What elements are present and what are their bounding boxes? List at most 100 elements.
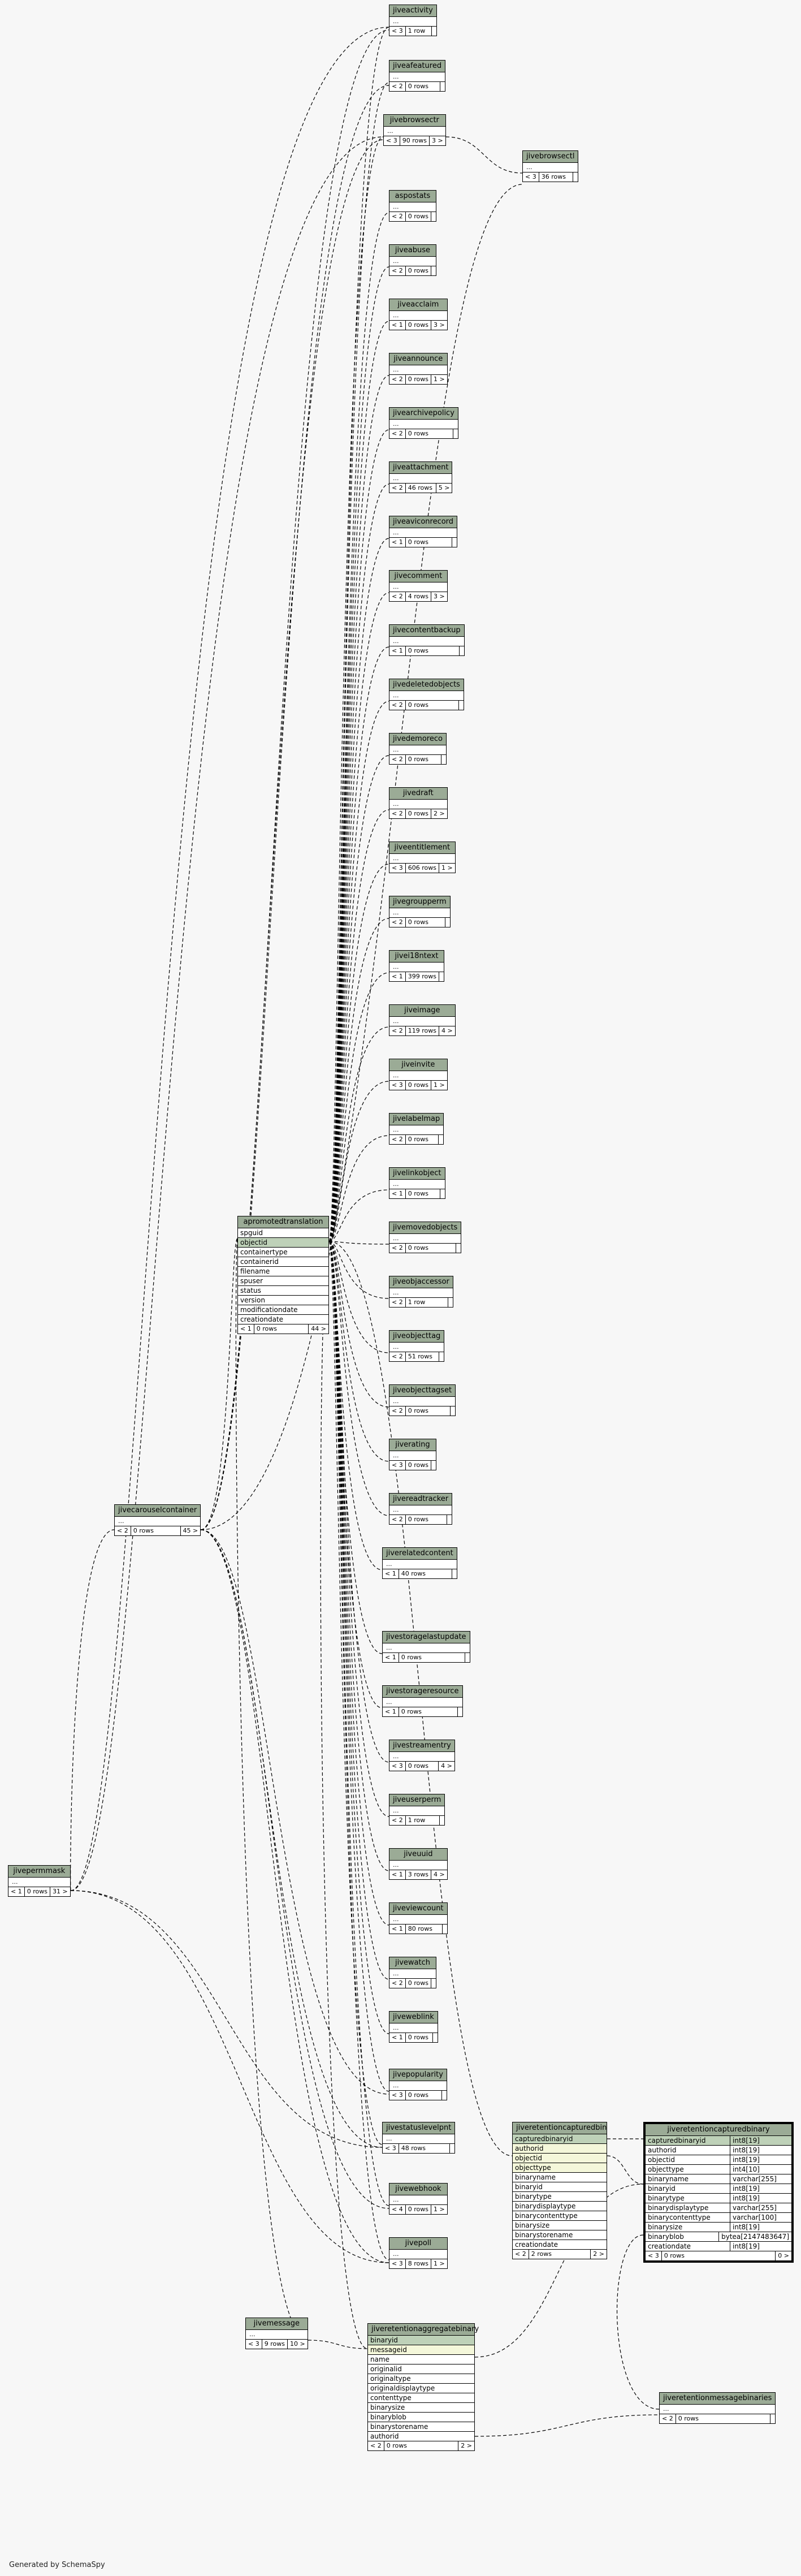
table-name[interactable]: jiveattachment	[389, 462, 452, 474]
parents-count[interactable]: < 2	[368, 2441, 384, 2450]
children-count[interactable]	[465, 1653, 470, 1662]
table-name[interactable]: jiverelatedcontent	[383, 1548, 457, 1560]
children-count[interactable]: 5 >	[438, 484, 450, 491]
table-column[interactable]: status	[238, 1286, 328, 1296]
children-count[interactable]	[458, 1707, 462, 1716]
table-name[interactable]: jiveretentioncapturedbin	[513, 2122, 607, 2134]
table-column[interactable]: creationdate	[513, 2240, 607, 2250]
children-count[interactable]	[445, 918, 450, 927]
parents-count[interactable]: < 3	[389, 1461, 406, 1470]
parents-count[interactable]: < 2	[389, 701, 406, 710]
parents-count[interactable]: < 1	[389, 2033, 406, 2042]
table-column[interactable]: binarystorename	[368, 2422, 474, 2432]
parents-count[interactable]: < 1	[383, 1707, 399, 1716]
parents-count[interactable]: < 3	[389, 2259, 406, 2268]
table-name[interactable]: jiveactivity	[389, 5, 436, 17]
parents-count[interactable]: < 2	[389, 1515, 406, 1524]
children-count[interactable]	[431, 266, 436, 275]
children-count[interactable]	[443, 1925, 447, 1934]
parents-count[interactable]: < 3	[646, 2251, 662, 2260]
children-count[interactable]	[456, 1244, 461, 1253]
parents-count[interactable]: < 3	[246, 2340, 262, 2349]
table-name[interactable]: jiveobjaccessor	[389, 1276, 453, 1288]
table-column[interactable]: messageid	[368, 2345, 474, 2355]
parents-count[interactable]: < 1	[389, 1870, 406, 1879]
table-column[interactable]: modificationdate	[238, 1305, 328, 1315]
children-count[interactable]	[433, 2033, 438, 2042]
table-column[interactable]: binarysize	[513, 2221, 607, 2230]
children-count[interactable]	[441, 755, 446, 764]
table-name[interactable]: jiveretentionmessagebinaries	[660, 2393, 776, 2405]
table-name[interactable]: jivepermmask	[8, 1866, 70, 1878]
children-count[interactable]: 1 >	[433, 2260, 445, 2267]
children-count[interactable]: 1 >	[433, 2206, 445, 2213]
table-name[interactable]: jivedemoreco	[389, 733, 446, 745]
table-name[interactable]: jivestreamentry	[389, 1740, 454, 1752]
children-count[interactable]	[432, 27, 436, 36]
table-column[interactable]: creationdate	[238, 1315, 328, 1324]
children-count[interactable]: 1 >	[433, 1081, 445, 1089]
table-name[interactable]: jivei18ntext	[389, 951, 444, 963]
table-column[interactable]: capturedbinaryid	[513, 2134, 607, 2144]
table-name[interactable]: jivecarouselcontainer	[115, 1505, 201, 1517]
children-count[interactable]	[452, 1569, 457, 1578]
parents-count[interactable]: < 3	[523, 172, 539, 182]
table-column[interactable]: authorid	[513, 2144, 607, 2154]
children-count[interactable]	[770, 2414, 775, 2423]
parents-count[interactable]: < 1	[389, 538, 406, 547]
parents-count[interactable]: < 2	[389, 1816, 406, 1825]
parents-count[interactable]: < 2	[389, 1244, 406, 1253]
children-count[interactable]	[431, 1461, 436, 1470]
parents-count[interactable]: < 3	[383, 2144, 399, 2153]
table-column[interactable]: name	[368, 2355, 474, 2364]
table-name[interactable]: jiveobjecttag	[389, 1331, 444, 1343]
table-name[interactable]: jivemovedobjects	[389, 1222, 461, 1234]
table-name[interactable]: jivestoragelastupdate	[383, 1632, 470, 1643]
parents-count[interactable]: < 2	[389, 375, 406, 384]
table-name[interactable]: jivemessage	[246, 2318, 308, 2330]
parents-count[interactable]: < 1	[389, 972, 406, 981]
table-column[interactable]: authorid	[368, 2432, 474, 2441]
children-count[interactable]	[440, 1189, 445, 1198]
table-name[interactable]: jiveviewcount	[389, 1903, 447, 1915]
table-column[interactable]: binarydisplaytype	[513, 2202, 607, 2211]
parents-count[interactable]: < 2	[389, 82, 406, 91]
table-column[interactable]: originalid	[368, 2364, 474, 2374]
table-column[interactable]: originaldisplaytype	[368, 2384, 474, 2393]
table-name[interactable]: jivelabelmap	[389, 1114, 444, 1125]
children-count[interactable]	[431, 212, 436, 221]
parents-count[interactable]: < 1	[383, 1569, 399, 1578]
table-name[interactable]: jiveannounce	[389, 353, 447, 365]
children-count[interactable]	[451, 1406, 455, 1416]
children-count[interactable]	[440, 82, 445, 91]
children-count[interactable]: 1 >	[433, 376, 445, 383]
children-count[interactable]	[442, 2091, 447, 2100]
children-count[interactable]: 2 >	[593, 2250, 604, 2258]
children-count[interactable]	[460, 646, 464, 655]
parents-count[interactable]: < 2	[389, 1026, 406, 1035]
